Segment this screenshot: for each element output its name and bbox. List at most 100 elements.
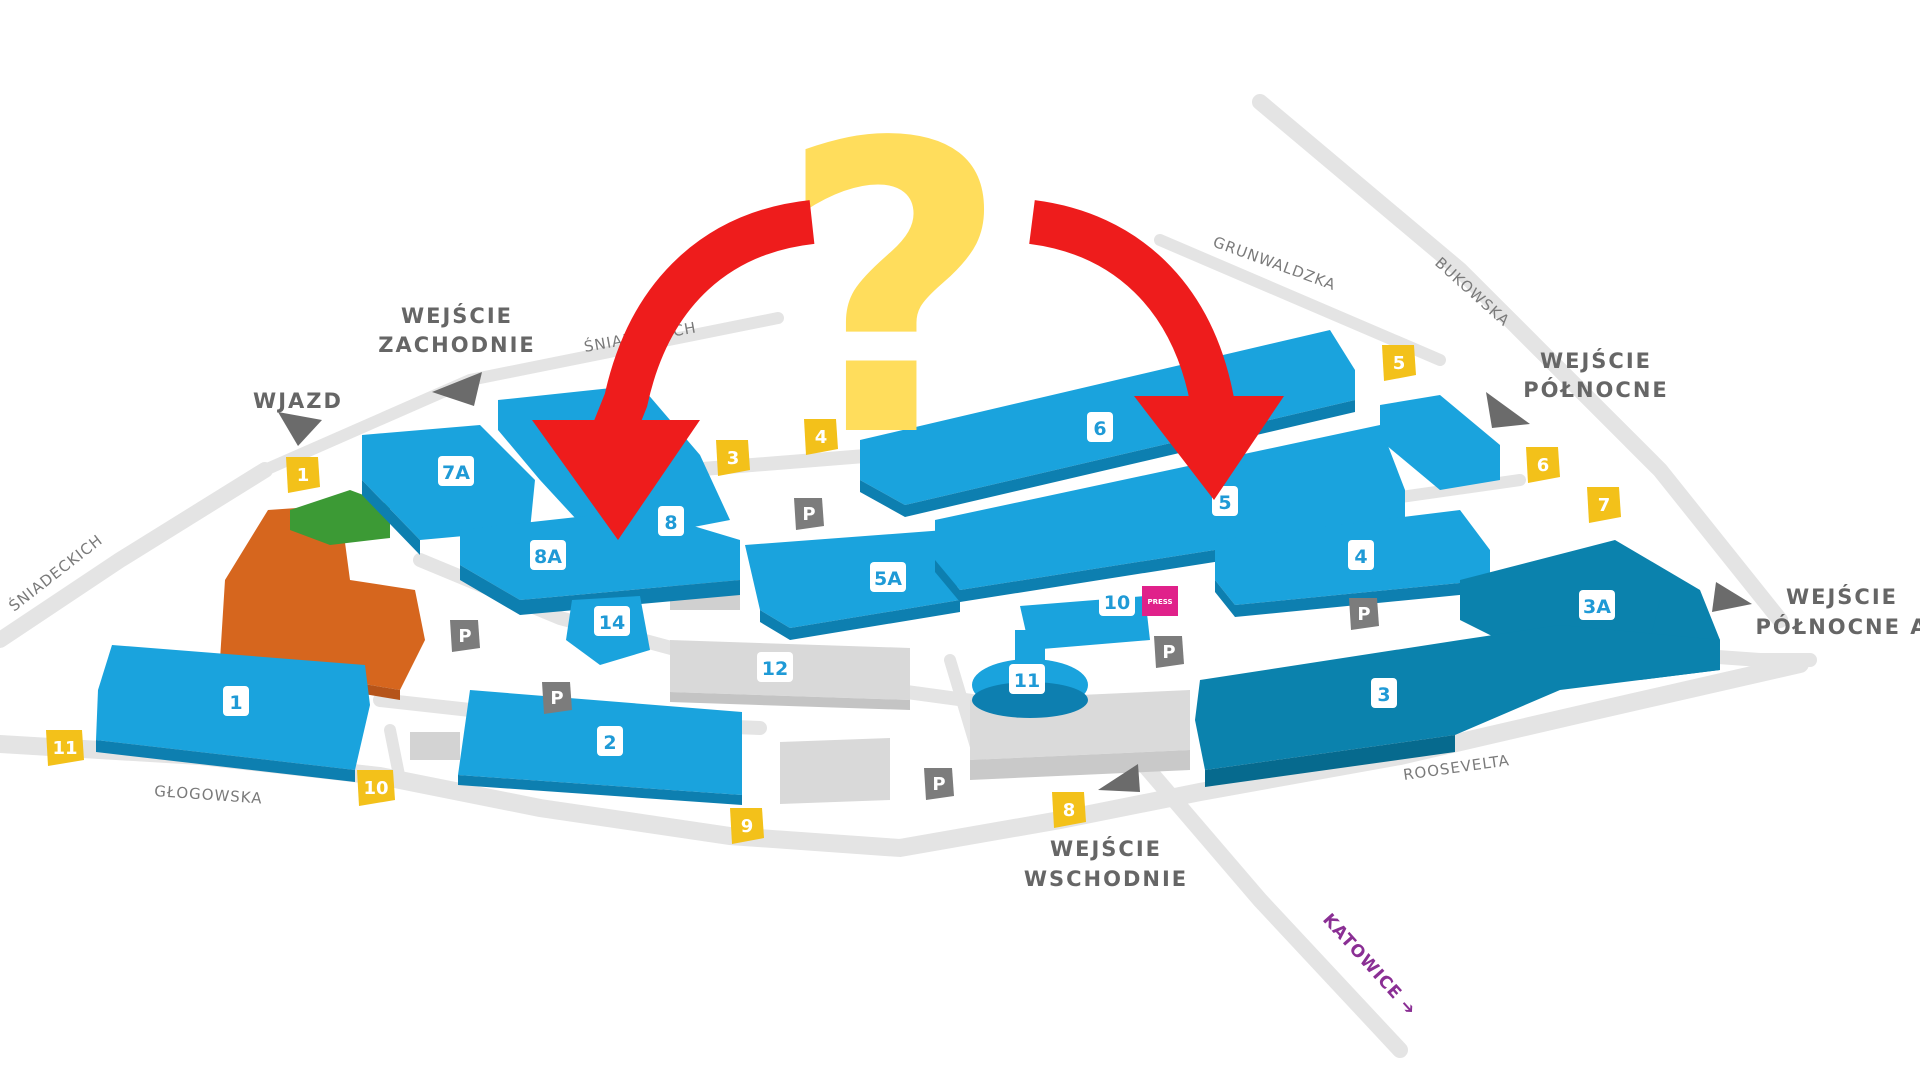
- east-entrance-label-line1: WEJŚCIE: [1050, 836, 1162, 861]
- gate-3[interactable]: 3: [716, 440, 750, 476]
- hall-label-8: 8: [664, 512, 677, 534]
- north-a-entrance-triangle-icon[interactable]: [1712, 582, 1752, 612]
- hall-tag-7a[interactable]: 7A: [438, 456, 474, 486]
- road-inner-5: [384, 724, 406, 786]
- road-roosevelta-diag: [1132, 752, 1408, 1058]
- hall-label-7a: 7A: [442, 462, 470, 484]
- gray-connector: [410, 732, 460, 760]
- gate-label-1: 1: [297, 465, 310, 486]
- parking-label: P: [458, 626, 471, 647]
- red-arrow-right-icon: [1028, 200, 1284, 500]
- red-arrow-left-icon: [532, 200, 815, 540]
- hall-label-5: 5: [1218, 492, 1231, 514]
- gate-label-6: 6: [1537, 455, 1550, 476]
- hall-5-building[interactable]: [935, 425, 1405, 590]
- gate-9[interactable]: 9: [730, 808, 764, 844]
- hall-tag-8a[interactable]: 8A: [530, 540, 566, 570]
- parking-4[interactable]: P: [1154, 636, 1184, 668]
- north-entrance-label-line1: WEJŚCIE: [1540, 348, 1652, 373]
- gate-1[interactable]: 1: [286, 457, 320, 493]
- parking-6[interactable]: P: [924, 768, 954, 800]
- hall-tag-11[interactable]: 11: [1009, 664, 1045, 694]
- hall-label-10: 10: [1104, 592, 1130, 614]
- gate-markers: 1 3 4 5 6 7 8 9 10 11: [46, 345, 1621, 844]
- gate-label-4: 4: [815, 427, 828, 448]
- hall-tag-14[interactable]: 14: [594, 606, 630, 636]
- entrance-arrows: [278, 372, 1752, 792]
- road-bukowska: [1252, 94, 1788, 628]
- gate-5[interactable]: 5: [1382, 345, 1416, 381]
- hall-label-12: 12: [762, 658, 788, 680]
- east-entrance-label-line2: WSCHODNIE: [1024, 867, 1188, 891]
- hall-label-3a: 3A: [1583, 596, 1611, 618]
- parking-label: P: [1162, 642, 1175, 663]
- gate-label-8: 8: [1063, 800, 1076, 821]
- gate-11[interactable]: 11: [46, 730, 84, 766]
- north-a-entrance-label-line2: PÓŁNOCNE A: [1755, 614, 1920, 639]
- hall-label-1: 1: [229, 692, 242, 714]
- press-label: PRESS: [1147, 598, 1172, 606]
- street-glogowska: GŁOGOWSKA: [154, 782, 263, 808]
- gray-building-bottom: [780, 738, 890, 804]
- parking-label: P: [1357, 604, 1370, 625]
- west-entrance-label-line2: ZACHODNIE: [378, 333, 535, 357]
- road-grunwaldzka: [1154, 234, 1446, 366]
- gate-4[interactable]: 4: [804, 419, 838, 455]
- hall-tag-10[interactable]: 10: [1099, 586, 1135, 616]
- katowice-direction-label[interactable]: KATOWICE ➔: [1318, 910, 1420, 1020]
- gate-label-7: 7: [1598, 495, 1611, 516]
- hall-tag-5[interactable]: 5: [1212, 486, 1238, 516]
- gate-8[interactable]: 8: [1052, 792, 1086, 828]
- hall-label-5a: 5A: [874, 568, 902, 590]
- gate-label-9: 9: [741, 816, 754, 837]
- north-a-entrance-label-line1: WEJŚCIE: [1786, 584, 1898, 609]
- hall-tag-2[interactable]: 2: [597, 726, 623, 756]
- hall-5a-building[interactable]: [745, 530, 960, 628]
- question-mark-glyph: ?: [778, 60, 1010, 525]
- gate-6[interactable]: 6: [1526, 447, 1560, 483]
- hall-tag-4[interactable]: 4: [1348, 540, 1374, 570]
- west-entrance-triangle-icon[interactable]: [432, 372, 482, 406]
- orange-building: [220, 505, 425, 690]
- hall-label-4: 4: [1354, 546, 1367, 568]
- east-entrance-triangle-icon[interactable]: [1098, 764, 1140, 792]
- hall-3-building[interactable]: [1195, 625, 1720, 770]
- gate-7[interactable]: 7: [1587, 487, 1621, 523]
- parking-2[interactable]: P: [794, 498, 824, 530]
- parking-1[interactable]: P: [450, 620, 480, 652]
- west-entrance-label-line1: WEJŚCIE: [401, 303, 513, 328]
- gate-10[interactable]: 10: [357, 770, 395, 806]
- hall-tag-3a[interactable]: 3A: [1579, 590, 1615, 620]
- gate-label-5: 5: [1393, 353, 1406, 374]
- hall-tag-5a[interactable]: 5A: [870, 562, 906, 592]
- hall-label-2: 2: [603, 732, 616, 754]
- hall-label-3: 3: [1377, 684, 1390, 706]
- hall-label-8a: 8A: [534, 546, 562, 568]
- hall-tag-12[interactable]: 12: [757, 652, 793, 682]
- north-entrance-triangle-icon[interactable]: [1486, 392, 1530, 428]
- wjazd-triangle-icon[interactable]: [278, 412, 322, 446]
- parking-label: P: [932, 774, 945, 795]
- gate-label-3: 3: [727, 448, 740, 469]
- hall-tag-6[interactable]: 6: [1087, 412, 1113, 442]
- north-entrance-label-line2: PÓŁNOCNE: [1523, 377, 1669, 402]
- press-badge[interactable]: PRESS: [1142, 586, 1178, 616]
- parking-markers: P P P P P P: [450, 498, 1379, 800]
- parking-5[interactable]: P: [1349, 598, 1379, 630]
- hall-label-14: 14: [599, 612, 625, 634]
- hall-tag-3[interactable]: 3: [1371, 678, 1397, 708]
- hall-6-annex[interactable]: [1380, 395, 1500, 490]
- hall-tag-1[interactable]: 1: [223, 686, 249, 716]
- hall-tag-8[interactable]: 8: [658, 506, 684, 536]
- road-sniadeckich-left: [0, 462, 273, 648]
- entrance-labels: WJAZD WEJŚCIE ZACHODNIE WEJŚCIE PÓŁNOCNE…: [253, 303, 1920, 891]
- parking-3[interactable]: P: [542, 682, 572, 714]
- gate-label-10: 10: [363, 778, 388, 799]
- hall-tags: 7A 8 8A 14 12 1 2 5A 6 5 4 3A 3 10 11: [223, 412, 1615, 756]
- parking-label: P: [550, 688, 563, 709]
- hall-label-11: 11: [1014, 670, 1040, 692]
- street-bukowska: BUKOWSKA: [1431, 254, 1513, 330]
- wjazd-label: WJAZD: [253, 389, 343, 413]
- question-mark-icon: ?: [778, 60, 1010, 525]
